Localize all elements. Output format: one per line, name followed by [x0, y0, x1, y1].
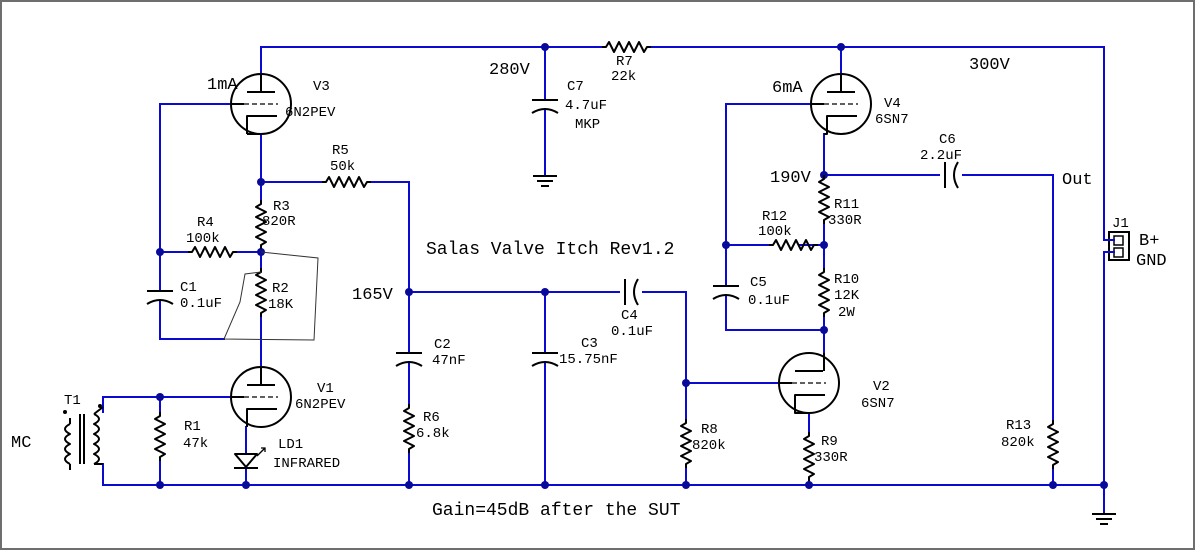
tube-v2[interactable]: [778, 352, 840, 414]
c5-value-label: 0.1uF: [748, 293, 790, 309]
wires: [102, 46, 1105, 513]
r6-ref-label: R6: [423, 410, 440, 426]
v2-value-label: 6SN7: [861, 396, 895, 412]
voltage-165: 165V: [352, 286, 394, 305]
t1-ref-label: T1: [64, 393, 81, 409]
c4-value-label: 0.1uF: [611, 324, 653, 340]
c7-value-label: 4.7uF: [565, 98, 607, 114]
c1-ref-label: C1: [180, 280, 197, 296]
voltage-300: 300V: [969, 56, 1011, 75]
r5-ref-label: R5: [332, 143, 349, 159]
resistor-r9[interactable]: [803, 431, 815, 482]
r11-ref-label: R11: [834, 197, 859, 213]
r10-value-label: 12K: [834, 288, 860, 304]
ground-symbol-c7: [532, 175, 558, 187]
r9-ref-label: R9: [821, 434, 838, 450]
led-ld1[interactable]: [234, 447, 266, 469]
r7-value-label: 22k: [611, 69, 636, 85]
hand-drawn-marking: [223, 251, 319, 341]
connector-j1[interactable]: [1103, 231, 1130, 261]
v1-ref-label: V1: [317, 381, 334, 397]
c7-ref-label: C7: [567, 79, 584, 95]
resistor-r5[interactable]: [321, 176, 372, 188]
r12-value-label: 100k: [758, 224, 792, 240]
resistor-r6[interactable]: [403, 403, 415, 454]
labels: Salas Valve Itch Rev1.2 Gain=45dB after …: [11, 54, 1167, 521]
capacitor-c4[interactable]: [624, 278, 639, 306]
r4-value-label: 100k: [186, 231, 220, 247]
c6-ref-label: C6: [939, 132, 956, 148]
c7-extra-label: MKP: [575, 117, 600, 133]
transformer-t1[interactable]: [63, 404, 104, 470]
r6-value-label: 6.8k: [416, 426, 450, 442]
v1-value-label: 6N2PEV: [295, 397, 346, 413]
junction-dots: [156, 43, 1108, 489]
r2-value-label: 18K: [268, 297, 294, 313]
resistor-r4[interactable]: [187, 246, 238, 258]
mc-label: MC: [11, 434, 31, 453]
resistor-r8[interactable]: [680, 418, 692, 469]
r1-ref-label: R1: [184, 419, 201, 435]
r12-ref-label: R12: [762, 209, 787, 225]
c4-ref-label: C4: [621, 308, 638, 324]
v4-ref-label: V4: [884, 96, 901, 112]
resistor-r1[interactable]: [154, 411, 166, 462]
c3-ref-label: C3: [581, 336, 598, 352]
voltage-280: 280V: [489, 61, 531, 80]
resistor-r10[interactable]: [818, 267, 830, 318]
c5-ref-label: C5: [750, 275, 767, 291]
bplus-label: B+: [1139, 232, 1159, 251]
r3-value-label: 820R: [262, 214, 296, 230]
v2-ref-label: V2: [873, 379, 890, 395]
c3-value-label: 15.75nF: [559, 352, 618, 368]
current-1ma: 1mA: [207, 76, 238, 95]
r7-ref-label: R7: [616, 54, 633, 70]
current-6ma: 6mA: [772, 79, 803, 98]
c6-value-label: 2.2uF: [920, 148, 962, 164]
r13-ref-label: R13: [1006, 418, 1031, 434]
ground-symbol-main: [1091, 513, 1117, 525]
ld1-ref-label: LD1: [278, 437, 303, 453]
r11-value-label: 330R: [828, 213, 862, 229]
r5-value-label: 50k: [330, 159, 355, 175]
c1-value-label: 0.1uF: [180, 296, 222, 312]
r13-value-label: 820k: [1001, 435, 1035, 451]
out-label: Out: [1062, 171, 1093, 190]
r9-value-label: 330R: [814, 450, 848, 466]
gnd-label: GND: [1136, 252, 1167, 271]
r1-value-label: 47k: [183, 436, 208, 452]
schematic-title: Salas Valve Itch Rev1.2: [426, 240, 674, 260]
r8-ref-label: R8: [701, 422, 718, 438]
r8-value-label: 820k: [692, 438, 726, 454]
v3-value-label: 6N2PEV: [285, 105, 336, 121]
r3-ref-label: R3: [273, 199, 290, 215]
v3-ref-label: V3: [313, 79, 330, 95]
resistor-r7[interactable]: [601, 41, 652, 53]
v4-value-label: 6SN7: [875, 112, 909, 128]
gain-note: Gain=45dB after the SUT: [432, 501, 681, 521]
capacitor-c6[interactable]: [944, 161, 959, 189]
r2-ref-label: R2: [272, 281, 289, 297]
resistor-r2[interactable]: [255, 267, 267, 318]
r10-extra-label: 2W: [838, 305, 855, 321]
c2-value-label: 47nF: [432, 353, 466, 369]
r4-ref-label: R4: [197, 215, 214, 231]
resistor-r13[interactable]: [1047, 419, 1059, 470]
c2-ref-label: C2: [434, 337, 451, 353]
j1-ref-label: J1: [1112, 216, 1129, 232]
r10-ref-label: R10: [834, 272, 859, 288]
ld1-value-label: INFRARED: [273, 456, 340, 472]
voltage-190: 190V: [770, 169, 812, 188]
